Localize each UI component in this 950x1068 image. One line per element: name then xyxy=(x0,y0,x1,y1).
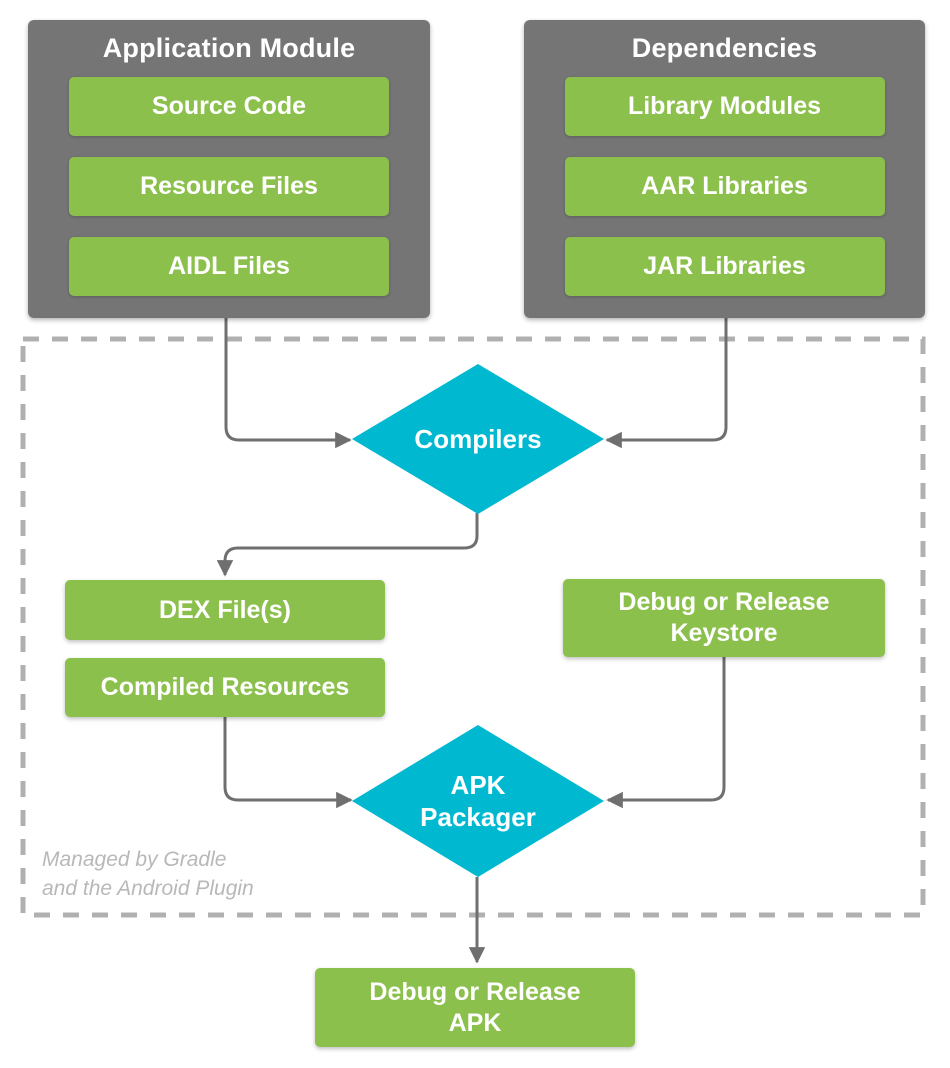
node-label: DEX File(s) xyxy=(159,595,291,624)
node-compiled-resources: Compiled Resources xyxy=(65,658,385,717)
connector-app-module-to-compilers xyxy=(224,318,352,449)
connector-dependencies-to-compilers xyxy=(605,318,728,449)
gradle-managed-caption: Managed by Gradle and the Android Plugin xyxy=(42,845,254,903)
node-source-code: Source Code xyxy=(69,77,389,136)
node-dex-files: DEX File(s) xyxy=(65,580,385,640)
node-debug-release-apk: Debug or Release APK xyxy=(315,968,635,1047)
group-title: Dependencies xyxy=(631,33,818,63)
group-dependencies: Dependencies Library Modules AAR Librari… xyxy=(524,20,925,318)
node-label: Compiled Resources xyxy=(100,673,350,701)
node-label-line1: Debug or Release xyxy=(369,977,581,1006)
node-label-line1: Debug or Release xyxy=(618,588,830,616)
node-label-line2: APK xyxy=(448,1008,502,1037)
node-label-line1: APK xyxy=(450,770,506,800)
node-label-line2: Packager xyxy=(420,802,536,832)
node-jar-libraries: JAR Libraries xyxy=(564,237,885,296)
caption-line2: and the Android Plugin xyxy=(42,877,254,900)
connector-keystore-to-packager xyxy=(606,657,726,809)
node-aar-libraries: AAR Libraries xyxy=(564,157,885,216)
group-application-module: Application Module Source Code Resource … xyxy=(28,20,430,318)
node-debug-release-keystore: Debug or Release Keystore xyxy=(563,579,885,657)
node-apk-packager-diamond: APK Packager xyxy=(352,725,604,877)
connector-compilers-to-dex xyxy=(216,513,479,577)
node-library-modules: Library Modules xyxy=(564,77,885,136)
node-aidl-files: AIDL Files xyxy=(69,237,389,296)
caption-line1: Managed by Gradle xyxy=(42,848,227,871)
node-resource-files: Resource Files xyxy=(69,157,389,216)
connector-resources-to-packager xyxy=(223,717,353,809)
node-compilers-diamond: Compilers xyxy=(352,364,604,514)
group-title: Application Module xyxy=(102,33,356,63)
node-label: Compilers xyxy=(414,424,542,454)
node-label-line2: Keystore xyxy=(670,619,778,647)
